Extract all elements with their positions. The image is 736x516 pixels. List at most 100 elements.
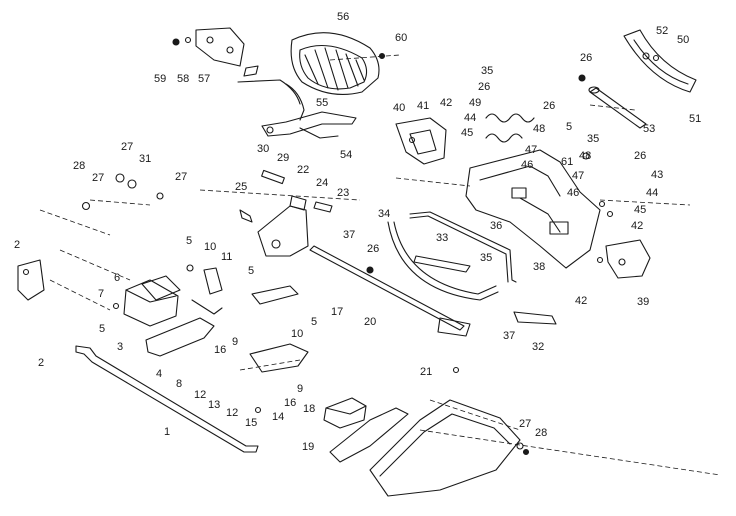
curved-band-part [387,221,499,301]
callout-label: 1 [164,426,171,438]
callout-label: 48 [579,150,592,162]
callout-label: 25 [235,181,248,193]
callout-label: 5 [248,265,255,277]
blade-guard-part [290,32,380,95]
callout-label: 12 [194,389,207,401]
callout-label: 36 [490,220,503,232]
alignment-lines [39,54,721,476]
callout-label: 31 [139,153,152,165]
callout-label: 23 [337,187,350,199]
callout-label: 17 [331,306,344,318]
spring-wire-part [237,79,305,121]
callout-label: 58 [177,73,190,85]
callout-label: 18 [303,403,316,415]
mounting-bracket-part [17,259,45,301]
callout-label: 57 [198,73,211,85]
callout-label: 9 [232,336,239,348]
callout-label: 41 [417,100,430,112]
callout-label: 27 [121,141,134,153]
callout-label: 7 [98,288,105,300]
callout-label: 33 [436,232,449,244]
callout-label: 10 [291,328,304,340]
callout-label: 10 [204,241,217,253]
switch-box-part [123,275,181,327]
callout-label: 26 [543,100,556,112]
upper-left-bracket-part [395,117,447,165]
callout-label: 46 [521,159,534,171]
guard-bracket-part [172,27,259,77]
callout-label: 15 [245,417,258,429]
latch-plate-part [413,255,471,273]
callout-label: 47 [525,144,538,156]
callout-label: 53 [643,123,656,135]
callout-label: 32 [532,341,545,353]
support-arm-part [261,111,357,139]
callout-label: 27 [175,171,188,183]
callout-label: 26 [478,81,491,93]
callout-label: 2 [38,357,45,369]
callout-label: 37 [343,229,356,241]
callout-label: 5 [566,121,573,133]
callout-label: 2 [14,239,21,251]
fastener-set [81,52,660,456]
callout-label: 13 [208,399,221,411]
callout-label: 26 [634,150,647,162]
callout-label: 14 [272,411,285,423]
right-side-bracket-part [605,239,651,279]
callout-label: 29 [277,152,290,164]
callout-label: 38 [533,261,546,273]
pivot-shaft-part [578,74,647,129]
callout-label: 49 [469,97,482,109]
callout-label: 28 [535,427,548,439]
callout-label: 5 [311,316,318,328]
callout-label: 19 [302,441,315,453]
callout-label: 6 [114,272,121,284]
callout-label: 50 [677,34,690,46]
lower-rod-part [75,345,259,453]
base-housing-part [329,399,521,497]
callout-label: 11 [221,251,233,263]
tilt-bracket-part [239,169,333,257]
callout-label: 30 [257,143,270,155]
callout-label: 16 [214,344,227,356]
spring-part [485,113,535,143]
slide-plate-part [513,311,557,325]
callout-label: 35 [587,133,600,145]
callout-label: 20 [364,316,377,328]
callout-label: 8 [176,378,183,390]
callout-label: 43 [651,169,664,181]
callout-label: 3 [117,341,124,353]
callout-label: 51 [689,113,702,125]
callout-label: 35 [480,252,493,264]
callout-label: 44 [464,112,477,124]
callout-label: 26 [367,243,380,255]
callout-label: 5 [99,323,106,335]
callout-label: 27 [519,418,532,430]
callout-label: 56 [337,11,350,23]
callout-label: 47 [572,170,585,182]
callout-label: 45 [461,127,474,139]
callout-label: 46 [567,187,580,199]
callout-label: 42 [440,97,453,109]
callout-label: 34 [378,208,391,220]
callout-label: 52 [656,25,669,37]
callout-label: 61 [561,156,574,168]
callout-label: 42 [575,295,588,307]
callout-label: 5 [186,235,193,247]
callout-label: 54 [340,149,353,161]
callout-label: 16 [284,397,297,409]
callout-label: 45 [634,204,647,216]
callout-label: 4 [156,368,163,380]
callout-label: 9 [297,383,304,395]
lower-linkage-part [145,267,309,373]
callout-label: 44 [646,187,659,199]
switch-housing-part [323,397,367,429]
callout-label: 28 [73,160,86,172]
callout-label: 48 [533,123,546,135]
callout-label: 22 [297,164,310,176]
main-rod-part [309,245,471,337]
callout-label: 35 [481,65,494,77]
callout-label: 59 [154,73,167,85]
